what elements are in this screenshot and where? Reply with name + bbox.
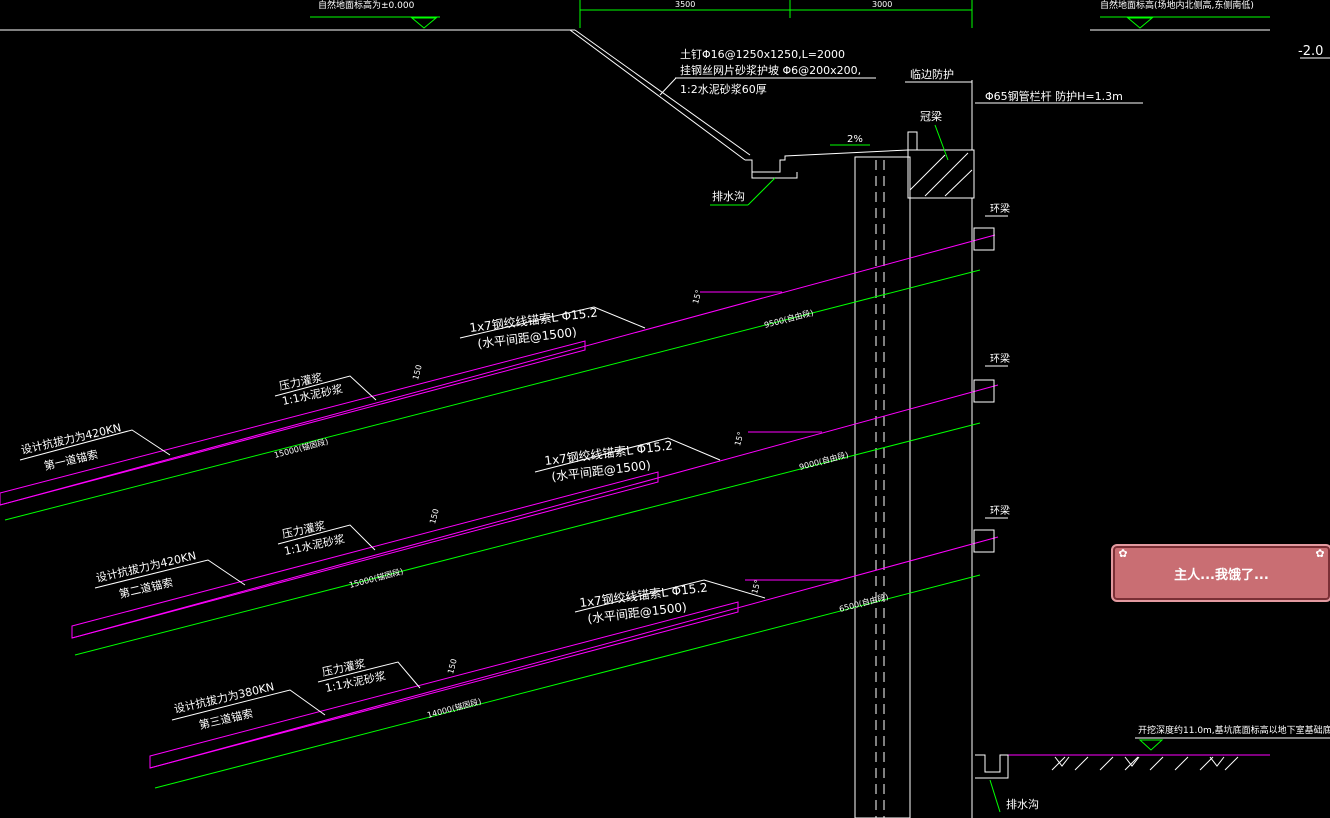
anchor-2-waler — [973, 379, 995, 403]
soil-nail-line1: 土钉Φ16@1250x1250,L=2000 — [680, 48, 845, 61]
anchor-1-design-leader — [19, 429, 171, 461]
anchor-3-name: 第三道锚索 — [198, 706, 255, 732]
anchor-1-bond-zone — [0, 340, 586, 506]
anchor-3-angle-label: 15° — [750, 579, 762, 595]
anchor-2-150: 150 — [428, 508, 441, 525]
bottom-drain-leader — [989, 779, 1001, 813]
bottom-drain-label: 排水沟 — [1006, 797, 1039, 811]
anchor-2: 15° 9000(自由段) 15000(锚固段) 环梁 1x7钢绞线锚索L Φ1… — [71, 352, 1010, 656]
anchor-1: 15° 9500(自由段) 15000(锚固段) 环梁 1x7钢绞线锚索L Φ1… — [0, 202, 1010, 521]
anchor-3-waler — [973, 529, 995, 553]
anchor-3-ring-beam: 环梁 — [990, 504, 1010, 517]
anchor-2-design-leader — [94, 559, 246, 589]
anchor-1-angle-label: 15° — [691, 289, 703, 305]
soil-nail-line3: 1:2水泥砂浆60厚 — [680, 82, 767, 96]
dim-3500: 3500 — [675, 0, 695, 9]
anchor-3-bond: 14000(锚固段) — [426, 696, 482, 720]
crown-beam-hatch1 — [909, 154, 946, 191]
anchor-3-dim — [154, 574, 981, 789]
anchor-2-tendon — [71, 384, 999, 639]
drain-ditch-leader2 — [747, 177, 776, 206]
level-triangle-left — [410, 17, 438, 29]
anchor-3: 15° 6500(自由段) 14000(锚固段) 环梁 1x7钢绞线锚索L Φ1… — [149, 504, 1010, 789]
bottom-drain — [975, 754, 1009, 779]
crown-beam — [907, 149, 975, 199]
anchor-1-150: 150 — [411, 364, 424, 381]
anchor-2-bond-zone — [71, 471, 659, 639]
right-edge-level: -2.0 — [1298, 44, 1323, 59]
popup-message: 主人...我饿了... — [1174, 568, 1269, 583]
curb — [907, 131, 918, 151]
top-left-note: 自然地面标高为±0.000 — [318, 0, 415, 11]
anchor-2-name: 第二道锚索 — [118, 575, 175, 601]
anchor-2-free: 9000(自由段) — [798, 449, 849, 472]
bottom-note: 开挖深度约11.0m,基坑底面标高以地下室基础底面为准 — [1138, 724, 1330, 736]
anchor-1-waler — [973, 227, 995, 251]
crown-beam-leader — [934, 124, 949, 161]
anchor-2-angle-label: 15° — [733, 431, 745, 447]
anchor-2-ring-beam: 环梁 — [990, 352, 1010, 365]
crown-beam-label: 冠梁 — [920, 109, 942, 123]
soil-nail-leader — [659, 77, 677, 96]
pit-bottom-triangle — [1138, 739, 1164, 751]
notification-popup[interactable]: ✿ ✿ 主人...我饿了... — [1111, 544, 1330, 602]
crown-beam-hatch3 — [944, 169, 973, 197]
drain-ditch-base — [751, 172, 798, 179]
anchor-2-bond: 15000(锚固段) — [348, 566, 404, 590]
anchor-2-dim — [74, 422, 981, 656]
soil-hatch — [1051, 756, 1239, 771]
anchor-2-strand-leader — [534, 437, 721, 473]
anchor-1-free: 9500(自由段) — [763, 307, 814, 330]
dim-3000: 3000 — [872, 0, 892, 9]
soil-nail-line2: 挂钢丝网片砂浆护坡 Φ6@200x200, — [680, 63, 861, 77]
slope-line-b — [569, 29, 746, 161]
anchor-1-tendon — [0, 234, 996, 506]
anchor-1-grouting-leader — [274, 375, 377, 401]
anchor-1-bond: 15000(锚固段) — [273, 436, 329, 460]
anchor-1-design: 设计抗拔力为420KN — [20, 420, 123, 457]
anchor-3-150: 150 — [446, 658, 459, 675]
anchor-3-bond-zone — [149, 601, 739, 769]
paw-icon: ✿ — [1118, 547, 1128, 560]
anchor-3-tendon — [149, 536, 999, 769]
anchor-2-grouting-leader — [277, 524, 376, 551]
anchor-3-design-leader — [171, 689, 326, 721]
top-right-note: 自然地面标高(场地内北侧高,东侧南低) — [1100, 0, 1254, 11]
railing-label: Φ65钢管栏杆 防护H=1.3m — [985, 89, 1123, 103]
anchor-1-strand-leader — [459, 306, 646, 339]
anchor-3-strand-leader — [574, 579, 766, 613]
pile-body — [854, 156, 911, 818]
crown-beam-hatch2 — [924, 152, 969, 197]
drain-ditch-top — [745, 149, 909, 173]
paw-icon: ✿ — [1315, 547, 1325, 560]
anchor-1-dim — [4, 269, 981, 521]
anchor-3-grouting-leader — [317, 661, 421, 689]
edge-protection-label: 临边防护 — [910, 67, 954, 81]
anchor-1-ring-beam: 环梁 — [990, 202, 1010, 215]
anchor-3-free: 6500(自由段) — [838, 591, 889, 614]
drain-ditch-label: 排水沟 — [712, 189, 745, 203]
slope-label: 2% — [847, 134, 863, 145]
level-triangle-right — [1126, 17, 1154, 29]
